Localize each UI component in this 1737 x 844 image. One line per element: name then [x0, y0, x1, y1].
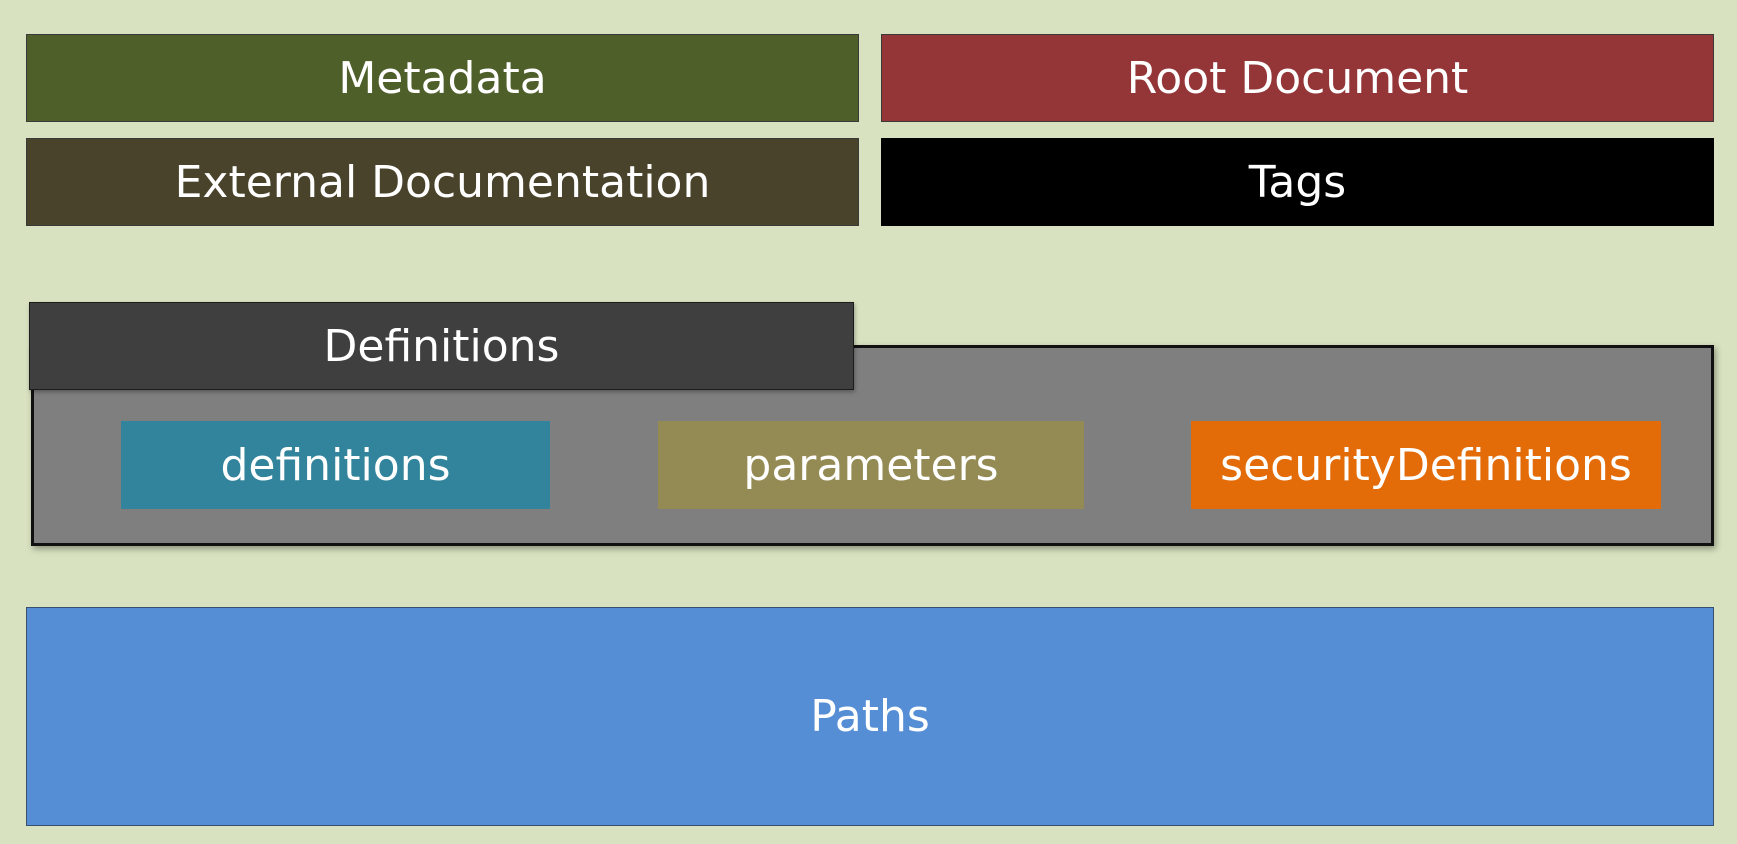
parameters-item-block: parameters: [658, 421, 1084, 509]
root-document-block: Root Document: [881, 34, 1714, 122]
definitions-item-label: definitions: [220, 439, 451, 491]
tags-block: Tags: [881, 138, 1714, 226]
paths-block: Paths: [26, 607, 1714, 826]
root-document-label: Root Document: [1126, 52, 1469, 104]
parameters-item-label: parameters: [743, 439, 999, 491]
external-documentation-label: External Documentation: [174, 156, 711, 208]
definitions-group-tab: Definitions: [29, 302, 854, 390]
metadata-block: Metadata: [26, 34, 859, 122]
security-definitions-item-label: securityDefinitions: [1220, 439, 1632, 491]
definitions-item-block: definitions: [121, 421, 550, 509]
definitions-group-title: Definitions: [323, 320, 560, 372]
metadata-label: Metadata: [338, 52, 547, 104]
security-definitions-item-block: securityDefinitions: [1191, 421, 1661, 509]
tags-label: Tags: [1248, 156, 1347, 208]
paths-label: Paths: [810, 691, 930, 742]
external-documentation-block: External Documentation: [26, 138, 859, 226]
